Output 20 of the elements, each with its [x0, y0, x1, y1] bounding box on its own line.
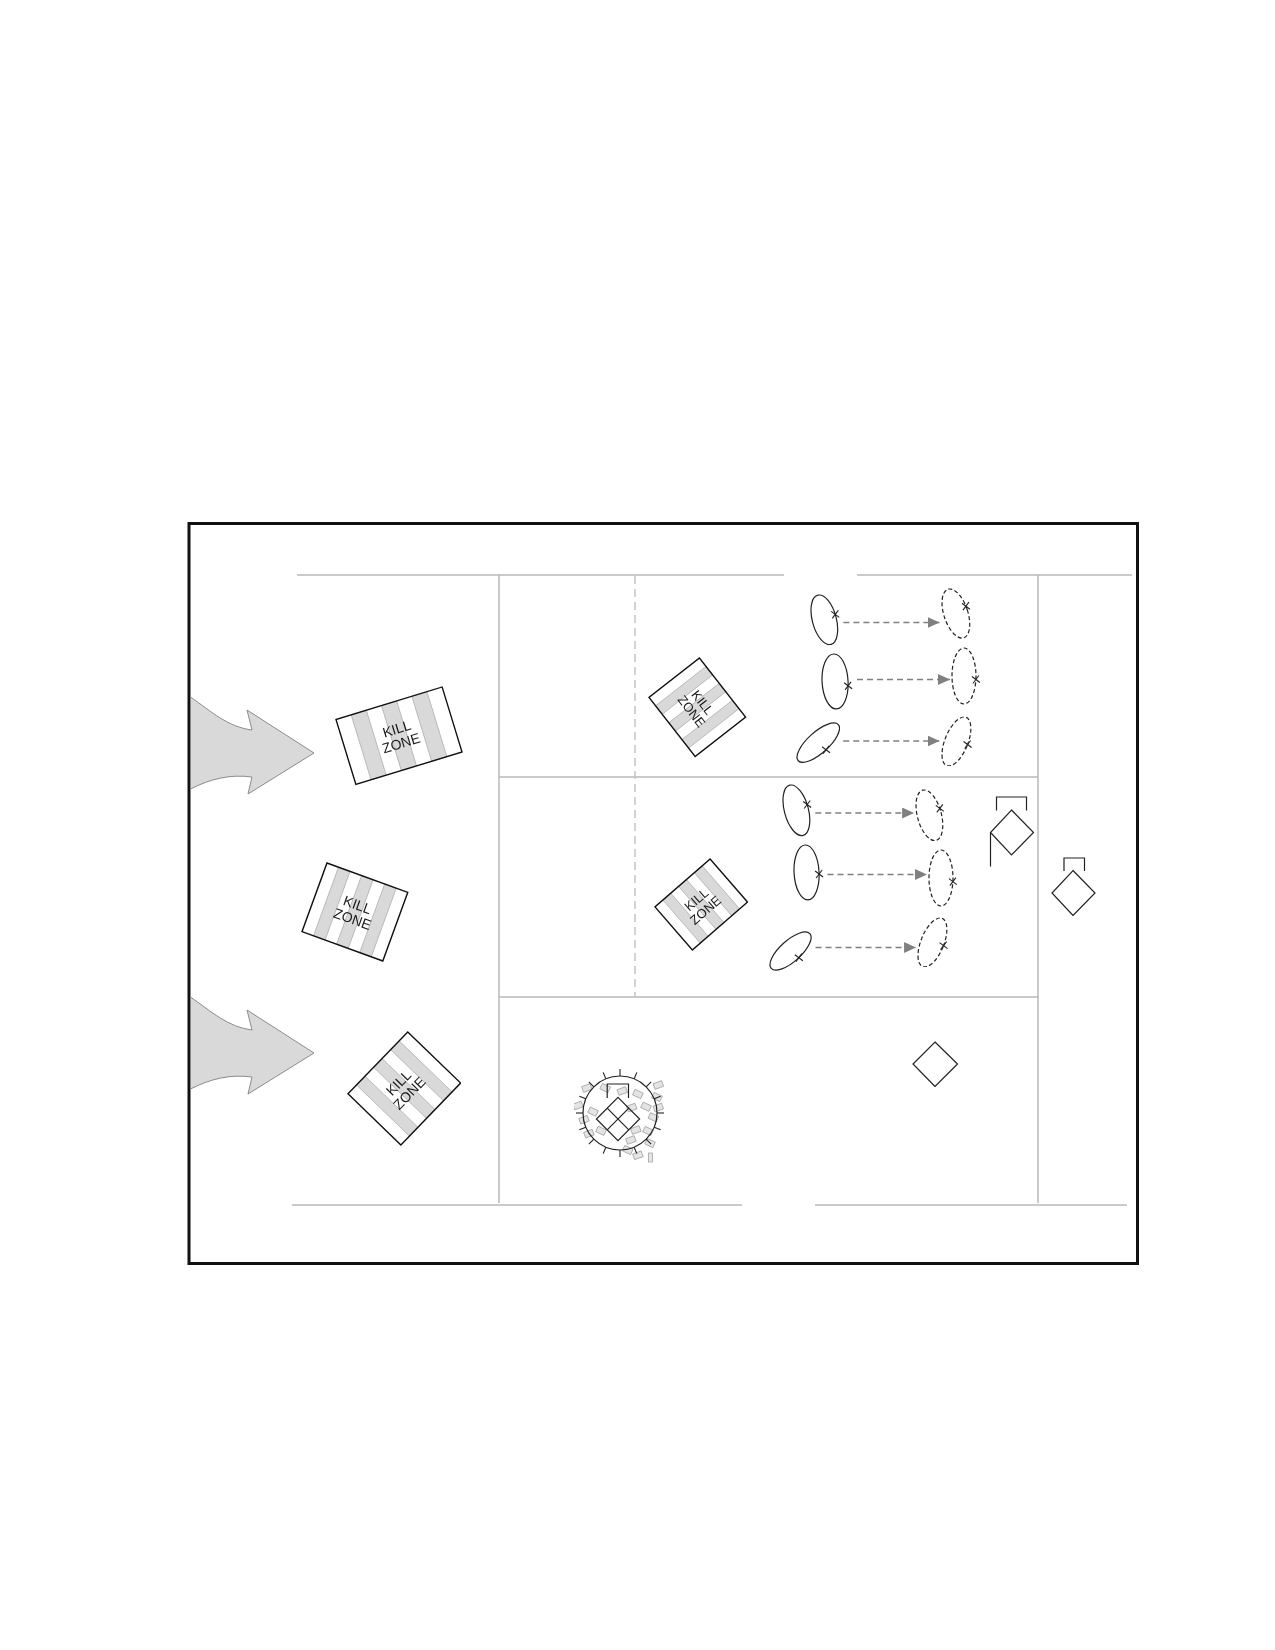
zone-label: KILL ZONE	[331, 892, 375, 933]
ellipse-symbol	[809, 593, 841, 646]
ellipse-symbol	[792, 844, 825, 901]
dashed-arrow	[856, 674, 951, 686]
ellipse-symbol	[821, 653, 854, 710]
dashed-arrow	[842, 735, 941, 747]
dashed-arrow	[826, 869, 928, 881]
ellipse-symbol	[795, 722, 841, 764]
dashed-ellipse-symbol	[917, 916, 950, 968]
dashed-ellipse-symbol	[915, 788, 946, 842]
ellipse-symbol	[769, 930, 813, 972]
dashed-arrow	[814, 807, 915, 819]
zone-label: KILL ZONE	[379, 716, 422, 756]
dashed-arrow	[814, 942, 917, 953]
dashed-ellipse-symbol	[940, 715, 973, 767]
dashed-arrow	[842, 617, 941, 628]
dashed-ellipse-symbol	[928, 849, 959, 907]
dashed-ellipse-symbol	[951, 647, 982, 705]
dashed-ellipse-symbol	[940, 588, 972, 640]
ellipse-symbol	[781, 784, 813, 837]
